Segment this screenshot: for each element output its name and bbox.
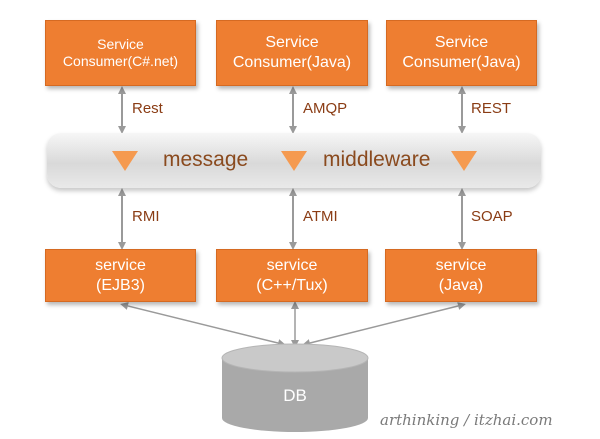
- service-consumer-java-1[interactable]: Service Consumer(Java): [216, 20, 368, 86]
- middleware-word-message: message: [163, 148, 249, 171]
- consumer-subtitle: Consumer(Java): [232, 54, 352, 71]
- service-consumer-java-2[interactable]: Service Consumer(Java): [386, 20, 537, 86]
- service-subtitle: (Java): [438, 276, 484, 294]
- triangle-icon: [112, 151, 138, 171]
- database-label: DB: [283, 386, 307, 405]
- protocol-label-rmi: RMI: [132, 208, 160, 225]
- service-subtitle: (C++/Tux): [256, 276, 328, 294]
- service-title: service: [266, 256, 318, 274]
- triangle-icon: [281, 151, 307, 171]
- service-subtitle: (EJB3): [96, 276, 145, 294]
- consumer-subtitle: Consumer(Java): [402, 54, 521, 71]
- watermark-text: arthinking / itzhai.com: [380, 411, 553, 429]
- service-java[interactable]: service (Java): [385, 249, 537, 302]
- service-consumer-csharp[interactable]: Service Consumer(C#.net): [45, 20, 196, 86]
- triangle-icon: [451, 151, 477, 171]
- consumer-title: Service: [434, 34, 489, 51]
- protocol-label-amqp: AMQP: [303, 100, 348, 117]
- service-ejb3[interactable]: service (EJB3): [45, 249, 196, 302]
- protocol-label-atmi: ATMI: [303, 208, 338, 225]
- protocol-label-soap: SOAP: [471, 208, 513, 225]
- arrow-service1-db: [120, 302, 286, 347]
- consumer-title: Service: [265, 34, 319, 51]
- protocol-label-rest: Rest: [132, 100, 163, 117]
- consumer-subtitle: Consumer(C#.net): [62, 53, 179, 69]
- protocol-label-rest-upper: REST: [471, 100, 512, 117]
- consumer-title: Service: [97, 35, 144, 52]
- service-cpp-tux[interactable]: service (C++/Tux): [216, 249, 368, 302]
- service-title: service: [95, 256, 146, 274]
- arrow-service3-db: [302, 302, 466, 347]
- database-cylinder: [221, 343, 369, 432]
- service-title: service: [435, 256, 487, 274]
- middleware-word-middleware: middleware: [323, 148, 431, 171]
